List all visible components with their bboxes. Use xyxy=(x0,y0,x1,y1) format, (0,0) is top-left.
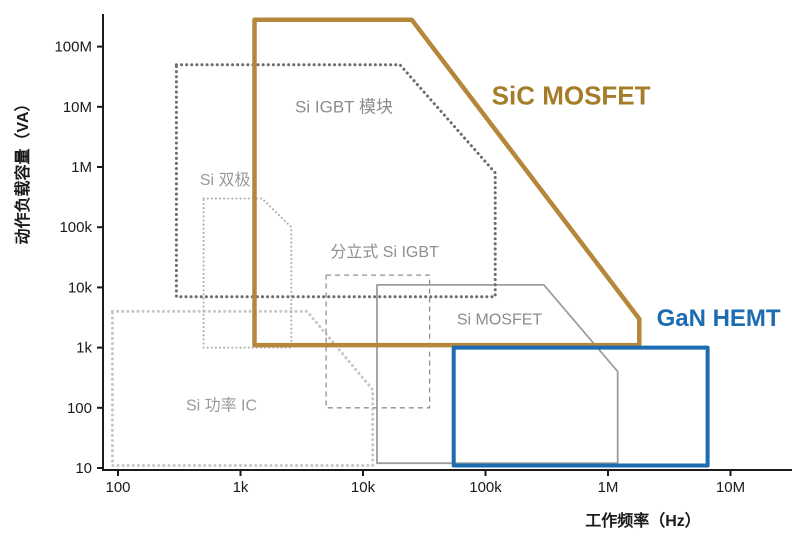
region-si-power-ic xyxy=(110,309,375,467)
region-gan-hemt xyxy=(451,345,710,468)
region-label-sic-mosfet: SiC MOSFET xyxy=(492,80,651,110)
x-tick-label: 1M xyxy=(598,479,619,496)
region-si-mosfet xyxy=(376,283,619,465)
region-label-si-bipolar: Si 双极 xyxy=(200,171,251,189)
region-label-si-mosfet: Si MOSFET xyxy=(457,312,543,329)
region-si-igbt-module xyxy=(174,63,497,299)
y-tick-label: 10k xyxy=(68,279,93,296)
y-tick-label: 1k xyxy=(76,340,92,357)
region-label-discrete-si-igbt: 分立式 Si IGBT xyxy=(330,243,439,261)
region-discrete-si-igbt xyxy=(325,274,431,409)
region-label-gan-hemt: GaN HEMT xyxy=(657,305,781,332)
x-tick-label: 1k xyxy=(233,479,249,496)
x-axis-title: 工作频率（Hz） xyxy=(585,511,701,530)
y-tick-label: 100k xyxy=(59,219,92,236)
region-sic-mosfet xyxy=(252,17,642,348)
x-tick-label: 10M xyxy=(716,479,745,496)
chart-plot-area: 100 1k 10k 100k 1M 10M 10 100 1k 10k 100k 1M 10M 100M… xyxy=(54,14,792,496)
region-label-si-power-ic: Si 功率 IC xyxy=(186,397,257,415)
region-si-bipolar xyxy=(202,197,293,349)
y-axis-title: 动作负载容量（VA） xyxy=(13,95,32,244)
x-tick-label: 100k xyxy=(469,479,502,496)
y-tick-label: 10M xyxy=(63,99,92,116)
x-tick-label: 10k xyxy=(351,479,376,496)
y-tick-label: 1M xyxy=(71,159,92,176)
y-tick-label: 100 xyxy=(67,400,92,417)
y-tick-label: 100M xyxy=(54,39,92,56)
region-label-si-igbt-module: Si IGBT 模块 xyxy=(295,98,393,117)
y-tick-label: 10 xyxy=(75,460,92,477)
x-tick-label: 100 xyxy=(105,479,130,496)
